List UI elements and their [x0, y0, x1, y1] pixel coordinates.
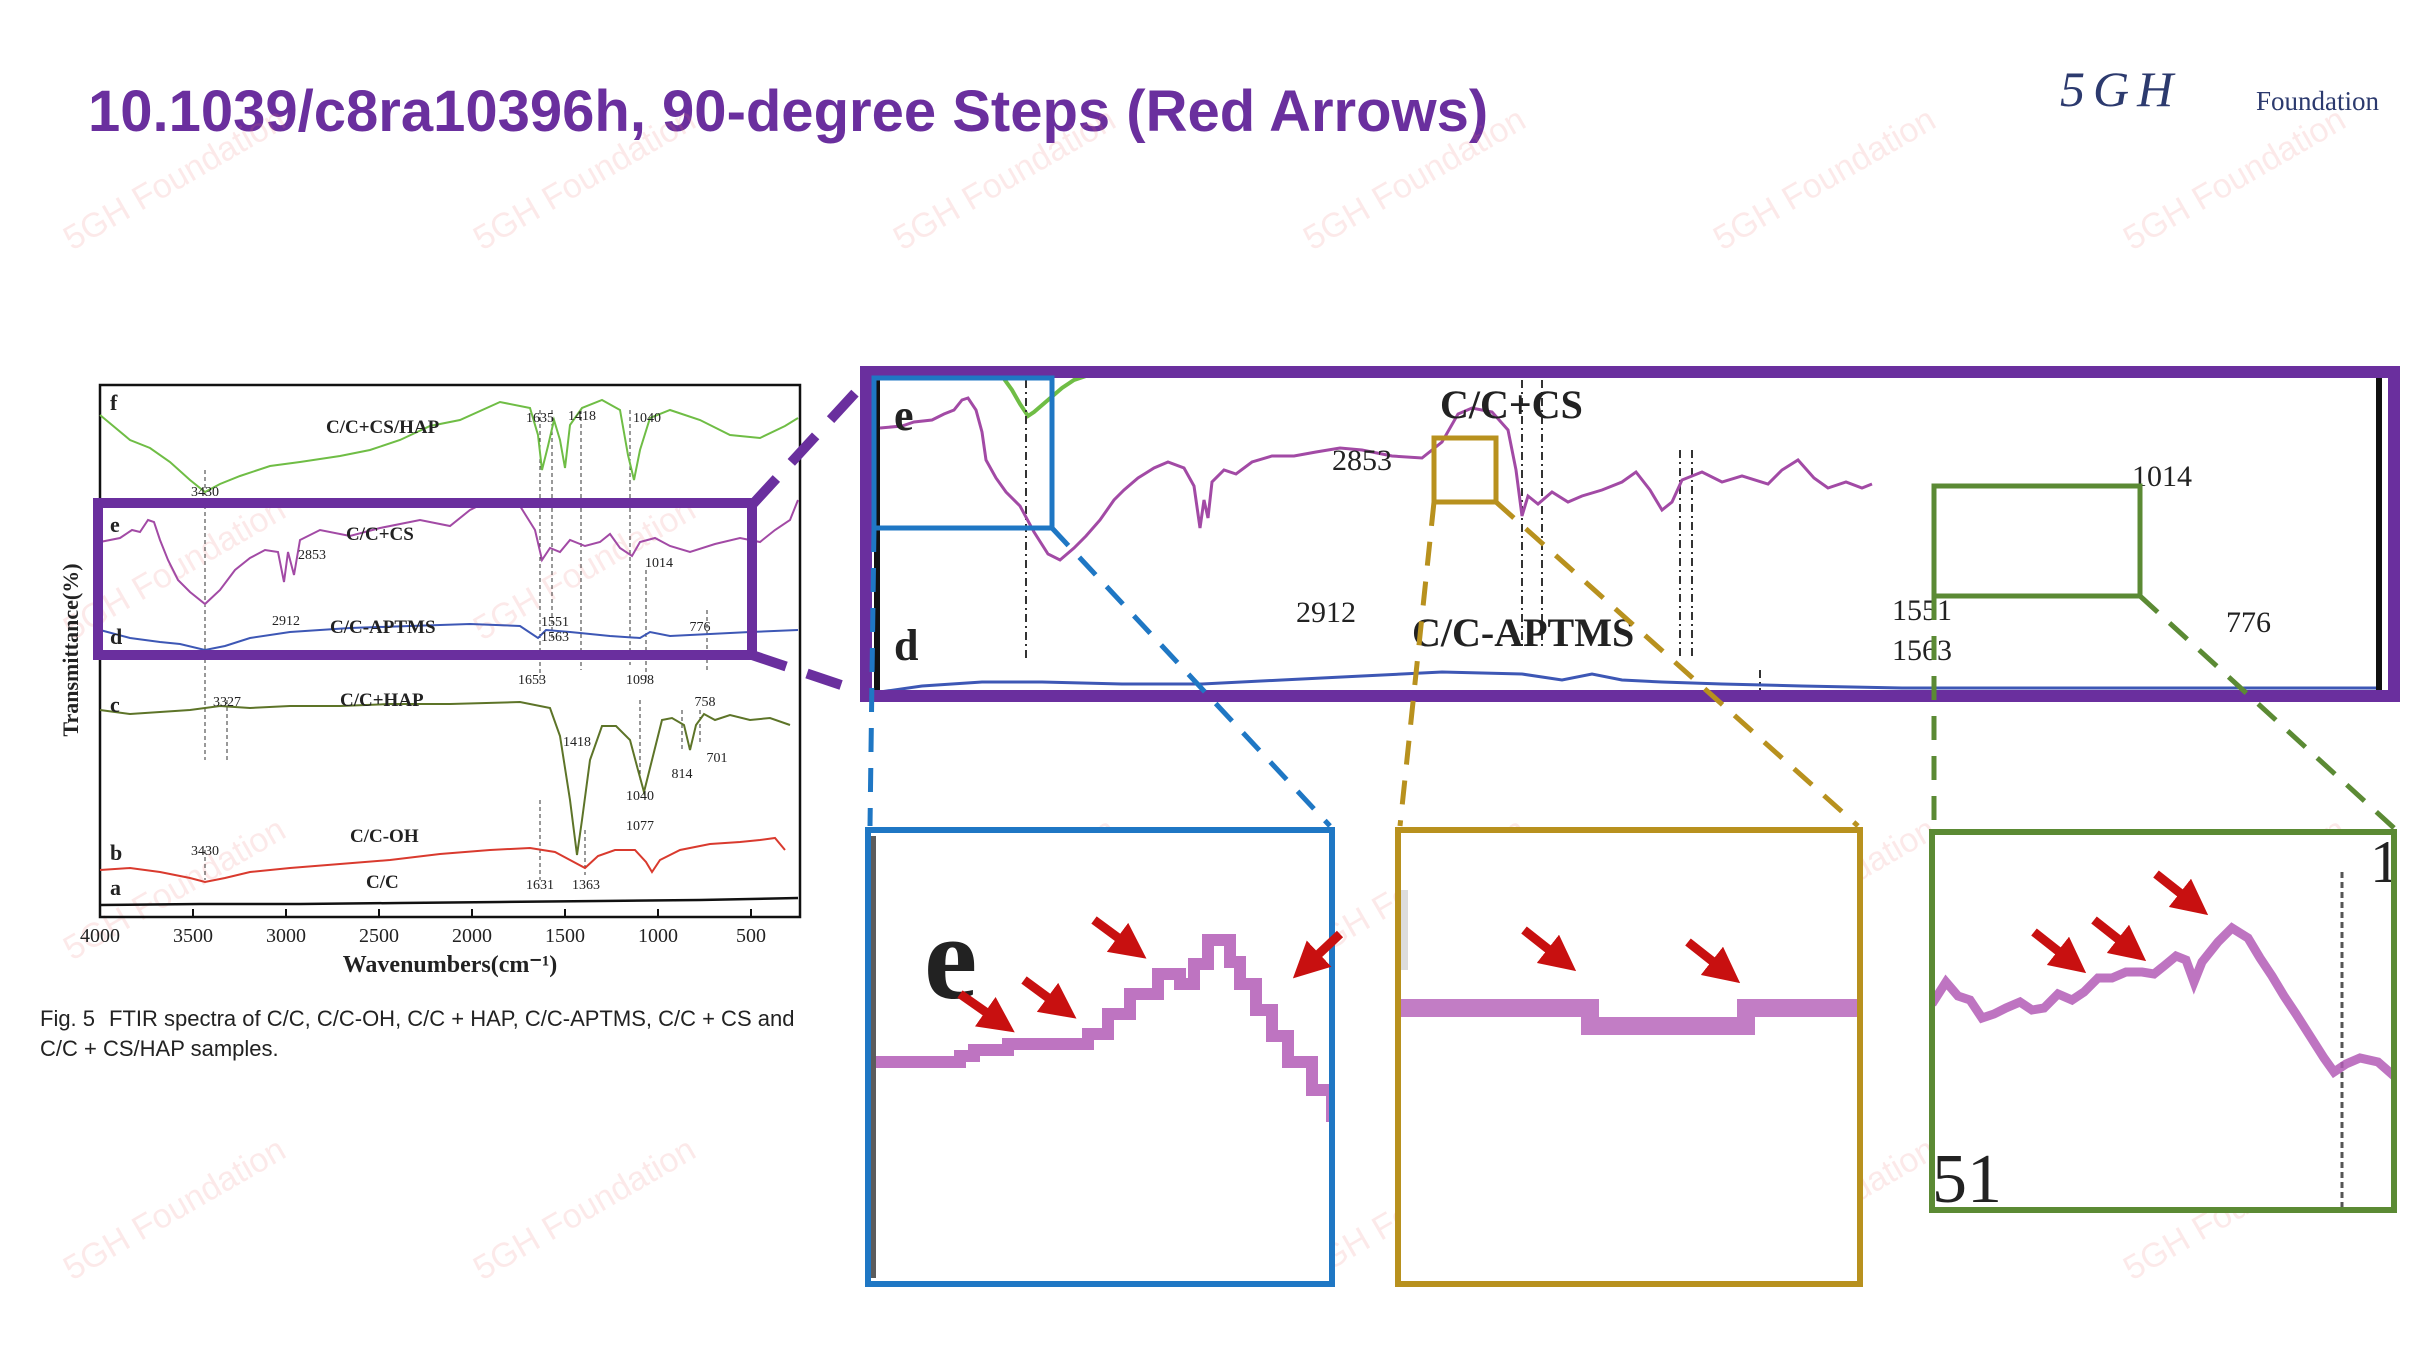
zoom-main-panel: e d C/C+CS C/C-APTMS 2853 2912 1014 1551…: [862, 370, 2400, 698]
trace-a: [99, 896, 799, 907]
trace-letter-a: a: [110, 875, 121, 900]
zoom-peak-2912: 2912: [1296, 596, 1356, 629]
caption-number: Fig. 5: [40, 1006, 96, 1031]
zoom-label-cc-aptms: C/C-APTMS: [1412, 610, 1634, 655]
peak-label: 3430: [191, 485, 219, 500]
trace-label-b: C/C-OH: [350, 826, 419, 847]
trace-letter-b: b: [110, 840, 122, 865]
peak-label: 776: [690, 620, 711, 635]
logo-text: Foundation: [2256, 86, 2380, 116]
peak-label: 1635: [526, 411, 554, 426]
slide-title: 10.1039/c8ra10396h, 90-degree Steps (Red…: [88, 79, 1489, 144]
peak-label: 1563: [541, 630, 569, 645]
x-tick-label: 1000: [638, 925, 678, 947]
peak-label: 1631: [526, 878, 554, 893]
peak-label: 3327: [213, 695, 241, 710]
caption-text: FTIR spectra of C/C, C/C-OH, C/C + HAP, …: [40, 1006, 795, 1061]
y-axis-label: Transmittance(%): [58, 563, 83, 736]
peak-label: 1363: [572, 878, 600, 893]
trace-letter-c: c: [110, 692, 120, 717]
trace-label-f: C/C+CS/HAP: [326, 417, 440, 438]
foundation-logo: 5GH Foundation: [2060, 60, 2390, 130]
ftir-figure: 4000 3500 3000 2500 2000 1500 1000 500 W…: [58, 383, 802, 978]
zoom-peak-1551: 1551: [1892, 594, 1952, 627]
x-tick-label: 1500: [545, 925, 585, 947]
peak-label: 1040: [626, 789, 654, 804]
x-tick-label: 2000: [452, 925, 492, 947]
x-tick-label: 3500: [173, 925, 213, 947]
trace-label-d: C/C-APTMS: [330, 617, 436, 638]
zoom-green-fragment-51: 51: [1932, 1141, 2002, 1210]
zoom-peak-1563: 1563: [1892, 634, 1952, 667]
zoom-letter-e: e: [894, 391, 914, 440]
trace-b: [99, 836, 786, 884]
trace-label-c: C/C+HAP: [340, 690, 424, 711]
peak-label: 1418: [563, 735, 591, 750]
x-tick-label: 4000: [80, 925, 120, 947]
peak-label: 758: [695, 695, 716, 710]
peak-label: 1551: [541, 615, 569, 630]
trace-f: [99, 398, 799, 494]
trace-letter-d: d: [110, 624, 122, 649]
zoom-peak-2853: 2853: [1332, 444, 1392, 477]
trace-label-a: C/C: [366, 872, 399, 893]
zoom-peak-776: 776: [2226, 606, 2271, 639]
trace-letter-e: e: [110, 512, 120, 537]
zoom-label-cc-cs: C/C+CS: [1440, 382, 1583, 427]
x-tick-label: 2500: [359, 925, 399, 947]
trace-letter-f: f: [110, 390, 118, 415]
x-tick-label: 3000: [266, 925, 306, 947]
zoom-peak-1014: 1014: [2132, 460, 2192, 493]
zoom-green-fragment-1: 1: [2370, 832, 2394, 895]
peak-label: 3430: [191, 844, 219, 859]
peak-label: 1098: [626, 673, 654, 688]
peak-label: 701: [707, 751, 728, 766]
x-axis-label: Wavenumbers(cm⁻¹): [343, 952, 558, 978]
zoom-panel-green: 51 1: [1932, 832, 2394, 1210]
logo-mark: 5GH: [2060, 61, 2182, 117]
zoom-blue-letter-e: e: [924, 891, 977, 1024]
zoom-panel-gold: [1398, 830, 1860, 1284]
zoom-panel-blue: e: [868, 830, 1332, 1284]
watermark: 5GH Foundation: [466, 1130, 703, 1288]
x-tick-label: 500: [736, 925, 766, 947]
zoom-letter-d: d: [894, 621, 918, 670]
peak-label: 1040: [633, 411, 661, 426]
peak-label: 1418: [568, 409, 596, 424]
trace-c: [99, 700, 791, 856]
peak-label: 1077: [626, 819, 654, 834]
peak-label: 814: [672, 767, 693, 782]
peak-label: 2912: [272, 614, 300, 629]
trace-label-e: C/C+CS: [346, 524, 414, 545]
watermark: 5GH Foundation: [56, 1130, 293, 1288]
peak-label: 1014: [645, 556, 673, 571]
peak-label: 1653: [518, 673, 546, 688]
watermark: 5GH Foundation: [1706, 100, 1943, 258]
peak-label: 2853: [298, 548, 326, 563]
